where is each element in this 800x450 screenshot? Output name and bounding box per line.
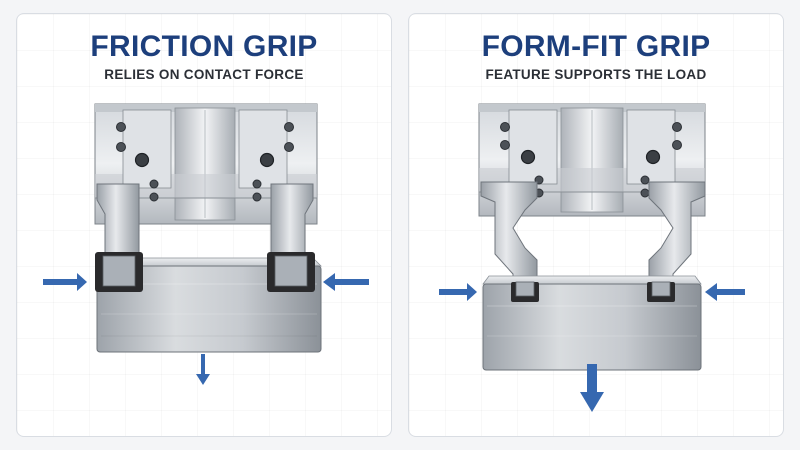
screw-icon: [500, 140, 510, 150]
screw-icon: [672, 122, 682, 132]
friction-grip-illustration: [43, 103, 369, 385]
screw-icon: [640, 188, 650, 198]
screw-icon: [284, 122, 294, 132]
left-friction-pad: [95, 252, 143, 292]
screw-icon: [149, 179, 159, 189]
large-load-arrow-icon: [580, 364, 604, 412]
small-load-arrow-icon: [196, 354, 210, 385]
right-clamp-arrow-icon: [705, 283, 745, 301]
friction-grip-panel: FRICTION GRIP RELIES ON CONTACT FORCE: [16, 13, 392, 437]
left-clamp-arrow-icon: [439, 283, 477, 301]
screw-icon: [500, 122, 510, 132]
screw-icon: [252, 192, 262, 202]
right-friction-pad: [267, 252, 315, 292]
screw-icon: [259, 152, 275, 168]
friction-grip-title: FRICTION GRIP: [90, 30, 318, 63]
left-clamp-arrow-icon: [43, 273, 87, 291]
right-jaw-tip: [647, 281, 675, 302]
screw-icon: [149, 192, 159, 202]
screw-icon: [284, 142, 294, 152]
screw-icon: [252, 179, 262, 189]
screw-icon: [645, 149, 661, 165]
screw-icon: [116, 122, 126, 132]
friction-grip-subtitle: RELIES ON CONTACT FORCE: [104, 67, 304, 82]
form-fit-grip-panel: FORM-FIT GRIP FEATURE SUPPORTS THE LOAD: [408, 13, 784, 437]
right-clamp-arrow-icon: [323, 273, 369, 291]
screw-icon: [672, 140, 682, 150]
workpiece-block: [96, 257, 322, 353]
form-fit-grip-illustration: [439, 103, 745, 412]
screw-icon: [640, 175, 650, 185]
left-jaw-tip: [511, 281, 539, 302]
form-fit-grip-subtitle: FEATURE SUPPORTS THE LOAD: [485, 67, 707, 82]
screw-icon: [520, 149, 536, 165]
workpiece-block: [482, 275, 702, 371]
screw-icon: [134, 152, 150, 168]
form-fit-grip-title: FORM-FIT GRIP: [481, 30, 711, 63]
screw-icon: [116, 142, 126, 152]
